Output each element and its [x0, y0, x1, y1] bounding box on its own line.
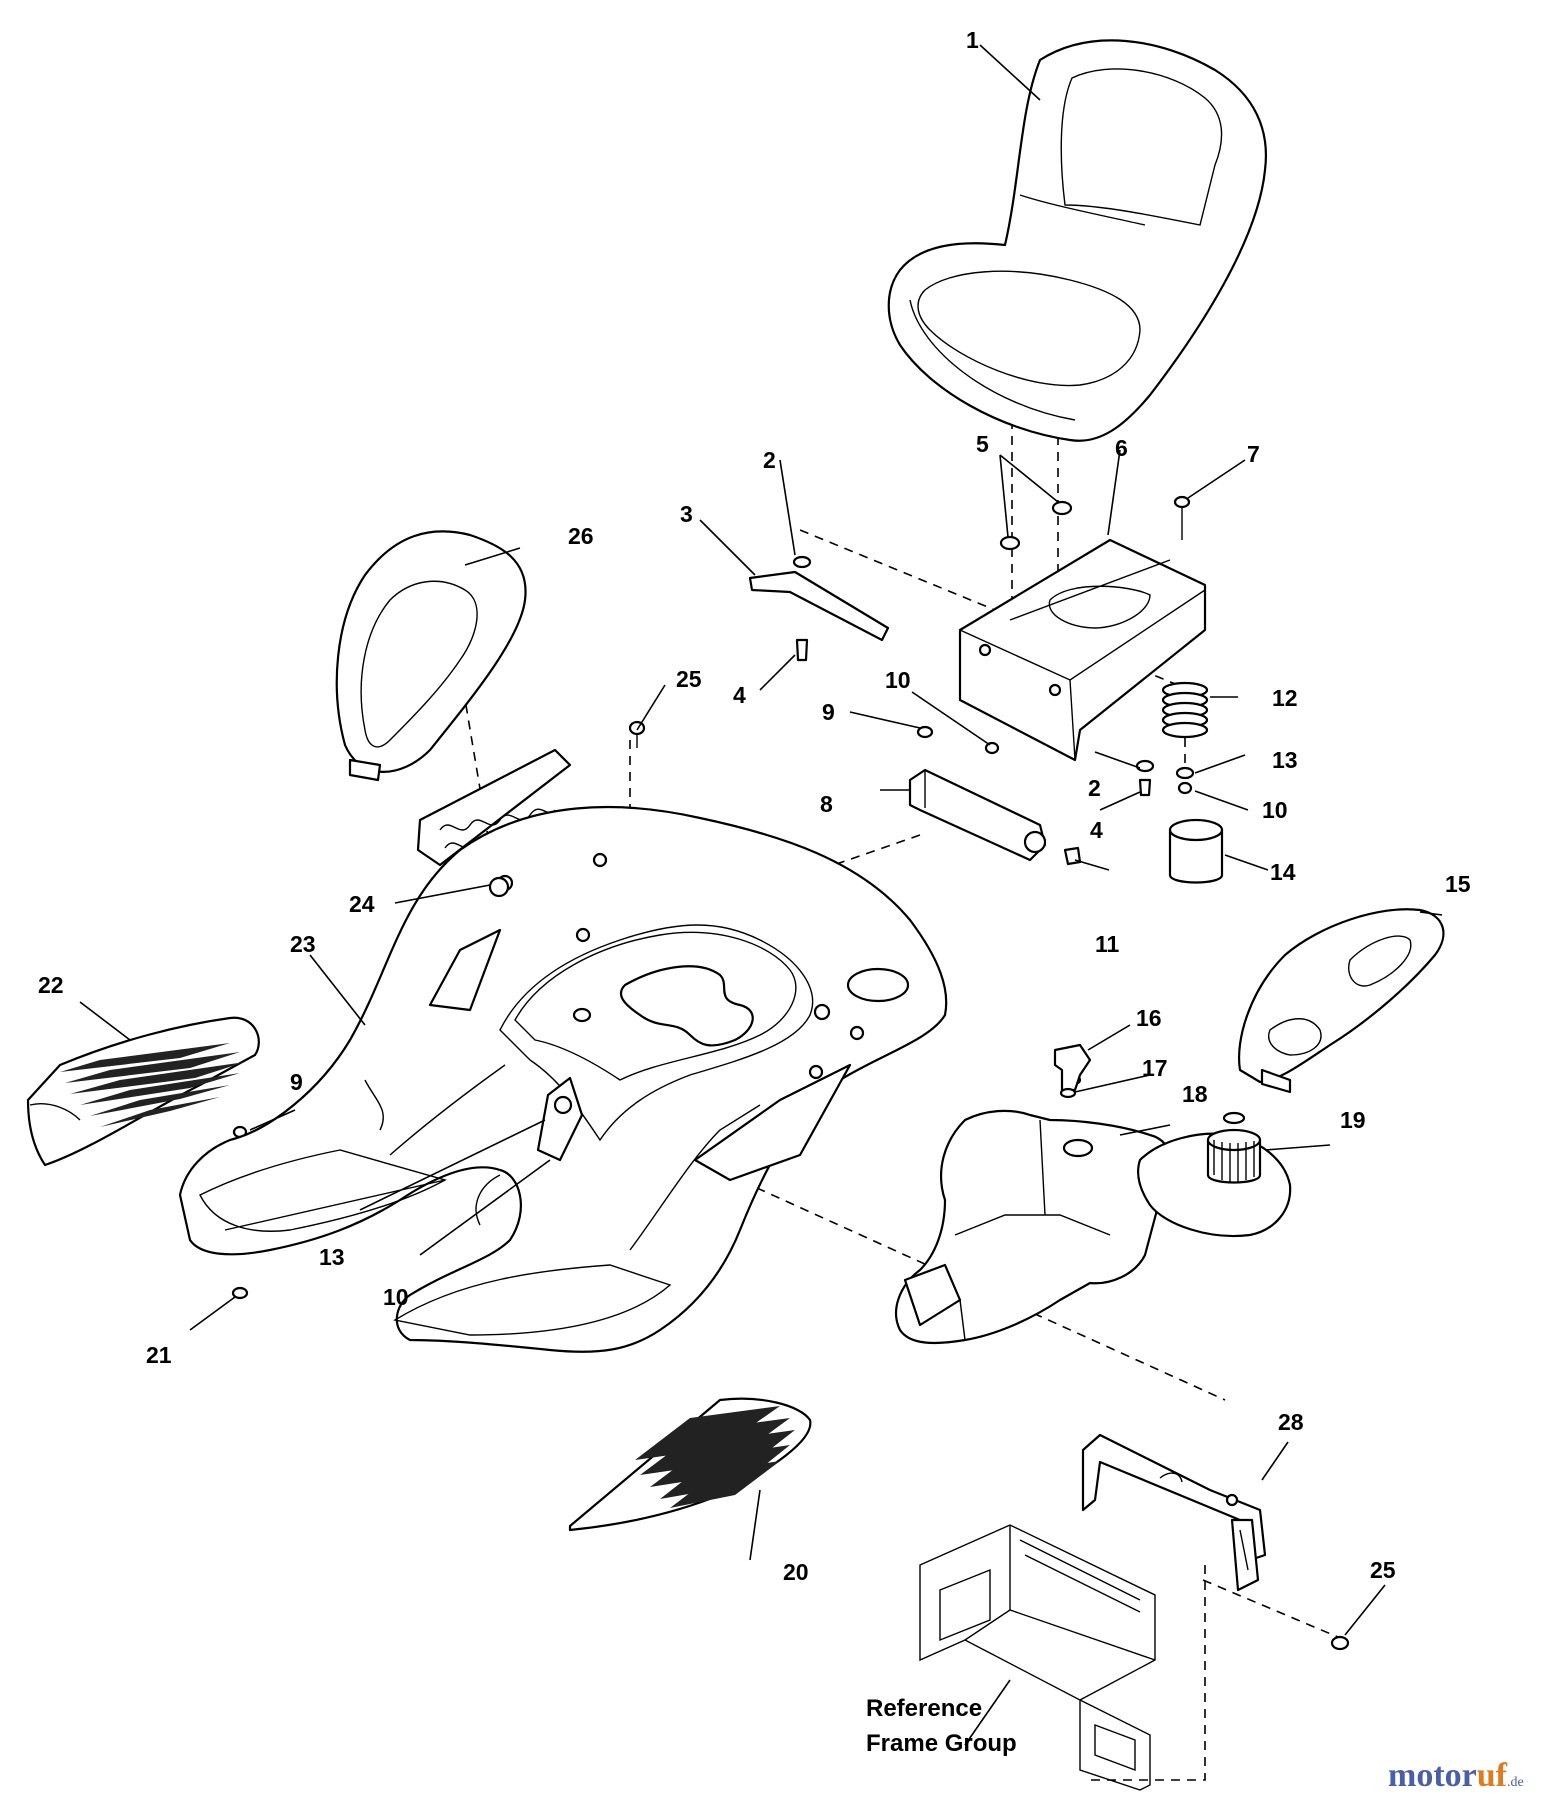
callout-13: 13: [1272, 747, 1298, 773]
elbow-fitting: [1053, 1043, 1092, 1099]
callout-10: 10: [885, 667, 911, 693]
callout-5: 5: [976, 431, 989, 457]
fuel-cap-housing: [1136, 1111, 1292, 1237]
reference-frame-group: [919, 1524, 1156, 1791]
fender-pad: [335, 530, 527, 782]
callout-12: 12: [1272, 685, 1298, 711]
rubber-bumper: [1168, 818, 1224, 884]
watermark: motoruf.de: [1388, 1757, 1524, 1794]
foot-pad-bottom: [568, 1397, 812, 1532]
mount-bracket: [1081, 1433, 1267, 1592]
callout-26: 26: [568, 523, 594, 549]
callout-10-left: 10: [383, 1284, 409, 1310]
callout-2-lower: 2: [1088, 775, 1101, 801]
callout-9-left: 9: [290, 1069, 303, 1095]
hardware: [231, 495, 1350, 1651]
callout-14: 14: [1270, 859, 1296, 885]
callout-21: 21: [146, 1342, 172, 1368]
hinge-bracket: [908, 768, 1047, 862]
seat-bracket: [748, 570, 890, 642]
watermark-text: motoruf.de: [1388, 1757, 1524, 1794]
reference-label: Reference Frame Group: [866, 1695, 1017, 1757]
callout-9: 9: [822, 699, 835, 725]
callout-18: 18: [1182, 1081, 1208, 1107]
cup-holder-tray: [1238, 908, 1445, 1094]
seat: [887, 39, 1267, 442]
callout-23: 23: [290, 931, 316, 957]
callout-15: 15: [1445, 871, 1471, 897]
main-body: [178, 805, 948, 1353]
callout-11: 11: [1095, 931, 1120, 957]
fuel-tank: [895, 1109, 1172, 1345]
callout-22: 22: [38, 972, 64, 998]
callout-10-right: 10: [1262, 797, 1288, 823]
watermark-suffix: .de: [1507, 1775, 1524, 1790]
callout-1: 1: [966, 27, 979, 53]
watermark-brand-b: uf: [1477, 1757, 1508, 1794]
callout-8: 8: [820, 791, 833, 817]
callout-4-lower: 4: [1090, 817, 1103, 843]
callout-7: 7: [1247, 441, 1260, 467]
reference-label-line2: Frame Group: [866, 1730, 1017, 1757]
callout-25: 25: [676, 666, 702, 692]
callouts: 1 2 3 4 5 6 7 8 9 10 2 4 11 12 13 10 14 …: [38, 27, 1471, 1585]
callout-25-lower: 25: [1370, 1557, 1396, 1583]
callout-16: 16: [1136, 1005, 1162, 1031]
foot-pad-left: [26, 1016, 260, 1167]
callout-19: 19: [1340, 1107, 1366, 1133]
leader-lines: [79, 44, 1443, 1746]
seat-pan: [958, 538, 1207, 762]
callout-28: 28: [1278, 1409, 1304, 1435]
callout-4: 4: [733, 682, 746, 708]
callout-20: 20: [783, 1559, 809, 1585]
callout-2: 2: [763, 447, 776, 473]
watermark-brand-a: motor: [1388, 1757, 1477, 1794]
callout-6: 6: [1115, 435, 1128, 461]
callout-24: 24: [349, 891, 375, 917]
spring: [1161, 681, 1209, 739]
callout-13-left: 13: [319, 1244, 345, 1270]
reference-label-line1: Reference: [866, 1695, 982, 1722]
callout-3: 3: [680, 501, 693, 527]
callout-17: 17: [1142, 1055, 1168, 1081]
